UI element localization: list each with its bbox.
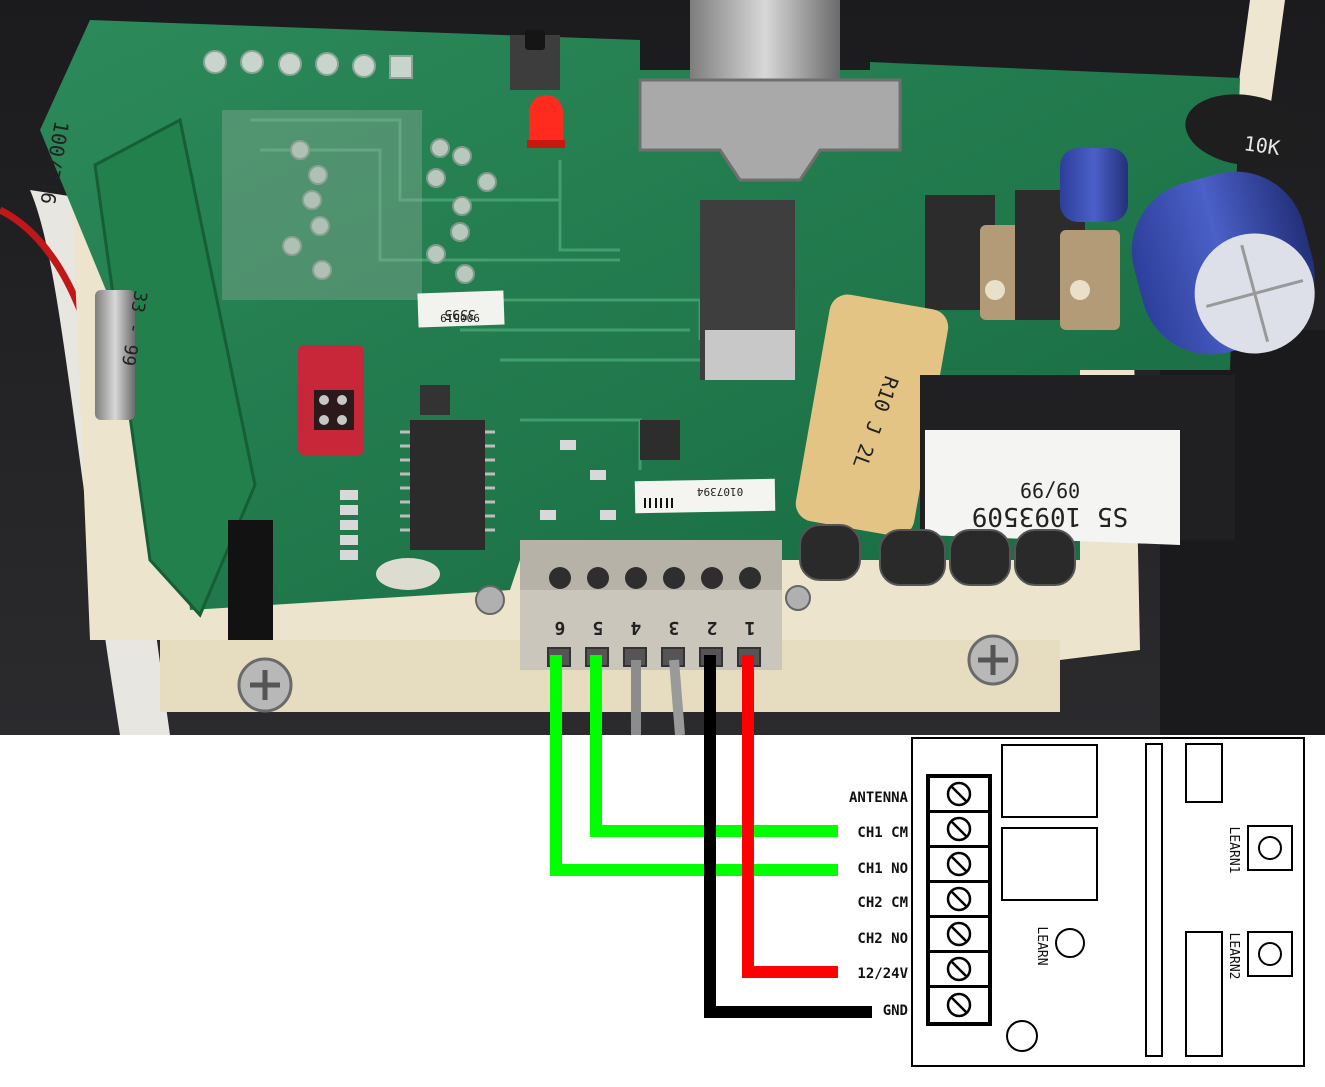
terminal-number-2: 2 <box>707 617 718 638</box>
learn1-button-icon <box>1258 836 1282 860</box>
label-gnd: GND <box>883 1003 908 1019</box>
terminal-number-1: 1 <box>745 617 756 638</box>
chip-sticker-line2: 900519 <box>440 311 480 324</box>
label-ch2-cm: CH2 CM <box>857 895 908 911</box>
terminal-number-5: 5 <box>593 617 604 638</box>
chip-sticker-line1: 3595 <box>444 306 475 321</box>
wire-t1-12-24v <box>742 655 838 978</box>
label-ch2-no: CH2 NO <box>857 931 908 947</box>
learn1-label: LEARN1 <box>1226 827 1241 874</box>
wires <box>550 655 872 1018</box>
screw-heads <box>946 781 972 1018</box>
learn-label: LEARN <box>1034 926 1049 965</box>
led-indicator-icon <box>1006 1020 1038 1052</box>
learn-button-icon <box>1055 928 1085 958</box>
receiver-screw-terminals <box>928 776 990 1024</box>
receiver-terminal-labels: ANTENNA CH1 CM CH1 NO CH2 CM CH2 NO 12/2… <box>849 790 909 1019</box>
terminal-numbers: 6 5 4 3 2 1 <box>555 617 756 638</box>
board-code: 0107394 <box>696 485 743 498</box>
wire-t2-gnd <box>704 655 872 1018</box>
coil-marking: 10K <box>1242 131 1281 160</box>
terminal-number-4: 4 <box>630 617 641 638</box>
controller-board-photo: 33 - 99 100/716 3595 900519 0107394 <box>0 0 1325 735</box>
mount-screws <box>237 585 1019 713</box>
relay-label-code: S5 1093509 <box>972 501 1129 531</box>
learn-buttons <box>1006 836 1282 1052</box>
terminal-number-3: 3 <box>669 617 680 638</box>
wire-t5-ch1-cm <box>590 655 838 837</box>
relay-label-date: 09/99 <box>1020 478 1080 502</box>
terminal-number-6: 6 <box>555 617 566 638</box>
label-ch1-no: CH1 NO <box>857 861 908 877</box>
label-antenna: ANTENNA <box>849 790 909 806</box>
label-12-24v: 12/24V <box>857 966 908 982</box>
label-ch1-cm: CH1 CM <box>857 825 908 841</box>
learn2-label: LEARN2 <box>1226 933 1241 980</box>
learn2-button-icon <box>1258 942 1282 966</box>
receiver-module <box>911 737 1305 1067</box>
